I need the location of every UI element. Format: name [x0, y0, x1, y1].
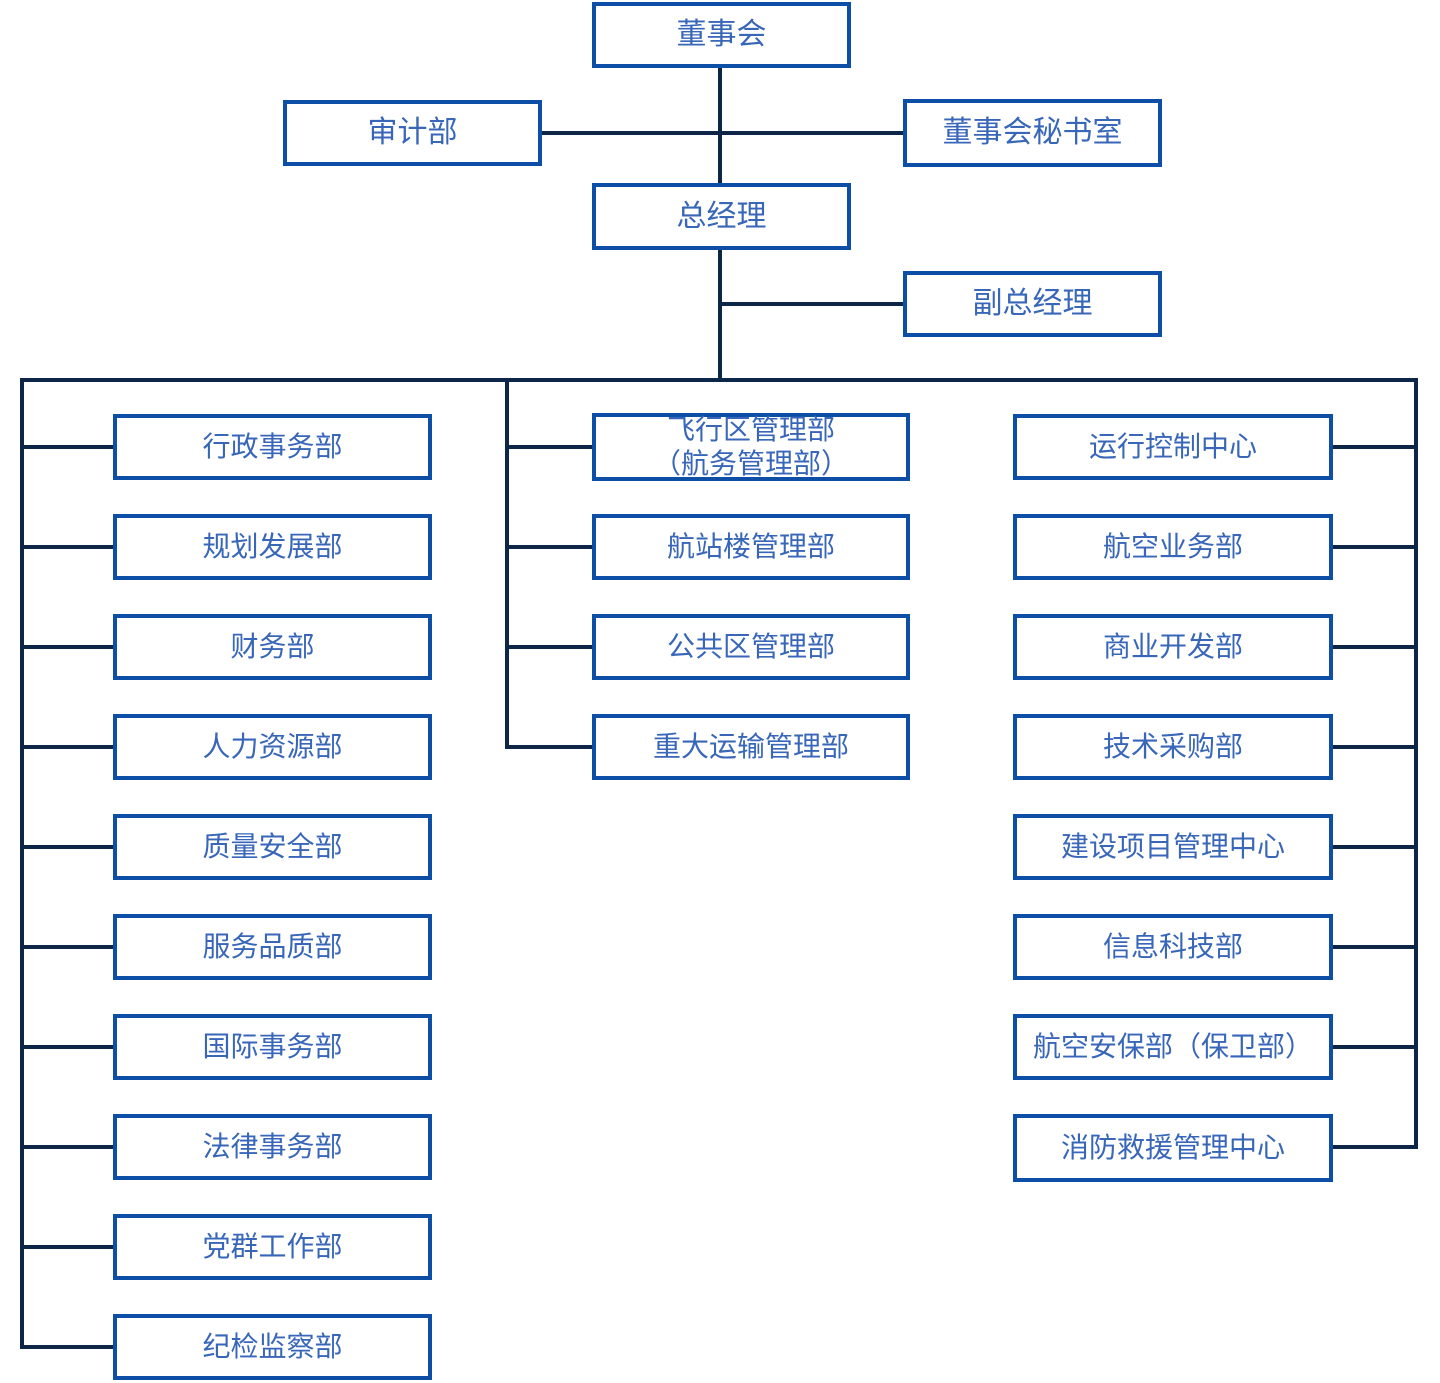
- node-construction-project-management-center: 建设项目管理中心: [1013, 814, 1333, 880]
- left-connector-line: [20, 545, 113, 549]
- right-connector-line: [1333, 645, 1418, 649]
- node-admin-affairs-dept: 行政事务部: [113, 414, 432, 480]
- node-board-secretariat: 董事会秘书室: [903, 99, 1162, 167]
- middle-connector-line: [505, 545, 592, 549]
- node-planning-development-dept: 规划发展部: [113, 514, 432, 580]
- node-commercial-development-dept: 商业开发部: [1013, 614, 1333, 680]
- right-connector-line: [1333, 545, 1418, 549]
- node-general-manager: 总经理: [592, 183, 851, 250]
- right-connector-line: [1333, 745, 1418, 749]
- right-connector-line: [1333, 445, 1418, 449]
- right-connector-line: [1333, 1145, 1418, 1149]
- middle-connector-line: [505, 745, 592, 749]
- left-connector-line: [20, 745, 113, 749]
- node-international-affairs-dept: 国际事务部: [113, 1014, 432, 1080]
- connector-gm-to-trunk-line: [718, 250, 722, 380]
- right-connector-line: [1333, 945, 1418, 949]
- connector-board-to-gm-line: [718, 68, 722, 183]
- node-airfield-management-dept: 飞行区管理部 （航务管理部）: [592, 413, 910, 481]
- node-public-area-management-dept: 公共区管理部: [592, 614, 910, 680]
- node-discipline-inspection-dept: 纪检监察部: [113, 1314, 432, 1380]
- node-legal-affairs-dept: 法律事务部: [113, 1114, 432, 1180]
- node-fire-rescue-management-center: 消防救援管理中心: [1013, 1114, 1333, 1182]
- left-connector-line: [20, 845, 113, 849]
- node-board-of-directors: 董事会: [592, 2, 851, 68]
- left-connector-line: [20, 1145, 113, 1149]
- node-aviation-security-dept: 航空安保部（保卫部）: [1013, 1014, 1333, 1080]
- node-operation-control-center: 运行控制中心: [1013, 414, 1333, 480]
- node-technology-procurement-dept: 技术采购部: [1013, 714, 1333, 780]
- left-connector-line: [20, 1345, 113, 1349]
- node-terminal-management-dept: 航站楼管理部: [592, 514, 910, 580]
- node-information-technology-dept: 信息科技部: [1013, 914, 1333, 980]
- left-spine-line: [20, 378, 24, 1349]
- node-audit-dept: 审计部: [283, 100, 542, 166]
- left-connector-line: [20, 1045, 113, 1049]
- middle-spine-line: [505, 378, 509, 749]
- node-finance-dept: 财务部: [113, 614, 432, 680]
- trunk-line: [20, 378, 1418, 382]
- node-aviation-business-dept: 航空业务部: [1013, 514, 1333, 580]
- left-connector-line: [20, 445, 113, 449]
- connector-audit-secretariat-line: [542, 131, 903, 135]
- node-quality-safety-dept: 质量安全部: [113, 814, 432, 880]
- right-connector-line: [1333, 845, 1418, 849]
- left-connector-line: [20, 645, 113, 649]
- middle-connector-line: [505, 645, 592, 649]
- node-service-quality-dept: 服务品质部: [113, 914, 432, 980]
- right-spine-line: [1414, 378, 1418, 1149]
- left-connector-line: [20, 1245, 113, 1249]
- node-party-mass-work-dept: 党群工作部: [113, 1214, 432, 1280]
- middle-connector-line: [505, 445, 592, 449]
- node-deputy-general-manager: 副总经理: [903, 271, 1162, 337]
- right-connector-line: [1333, 1045, 1418, 1049]
- node-major-transport-management-dept: 重大运输管理部: [592, 714, 910, 780]
- node-human-resources-dept: 人力资源部: [113, 714, 432, 780]
- connector-deputy-gm-line: [718, 302, 903, 306]
- left-connector-line: [20, 945, 113, 949]
